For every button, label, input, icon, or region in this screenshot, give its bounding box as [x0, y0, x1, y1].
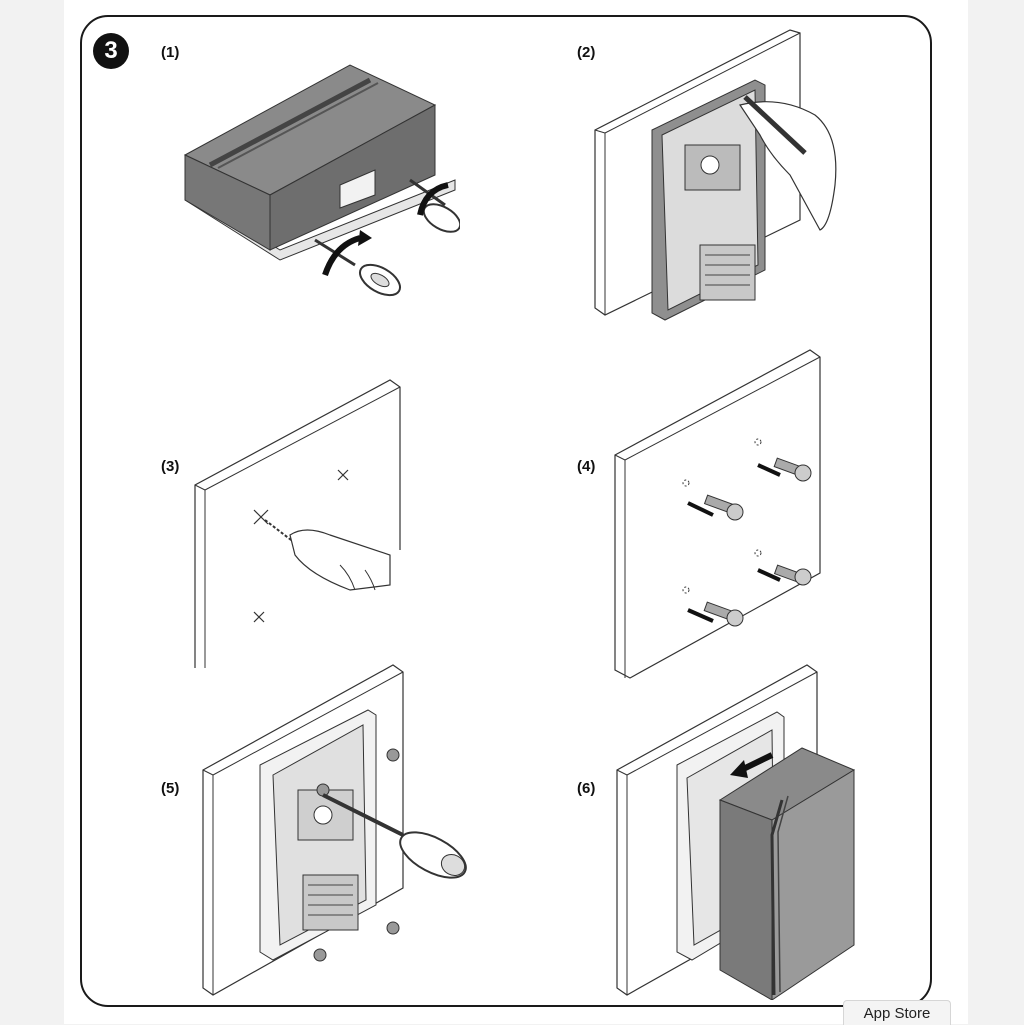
step-number-badge: 3	[93, 33, 129, 69]
panel-4-label: (4)	[577, 458, 596, 475]
cover-icon	[718, 747, 856, 1000]
app-store-button[interactable]: App Store	[843, 1000, 951, 1025]
panel-3-illustration	[190, 375, 430, 675]
panel-5-illustration	[198, 660, 478, 1000]
panel-4-illustration	[610, 345, 830, 680]
panel-3-label: (3)	[161, 458, 180, 475]
hand-icon	[739, 101, 837, 231]
screw-icons	[682, 438, 812, 627]
panel-6-label: (6)	[577, 780, 596, 797]
panel-1-illustration	[180, 60, 460, 300]
panel-5-label: (5)	[161, 780, 180, 797]
panel-1-label: (1)	[161, 44, 180, 61]
panel-6-illustration	[612, 660, 862, 1000]
screw-icons	[313, 748, 400, 962]
panel-2-label: (2)	[577, 44, 596, 61]
screwdriver-2-icon	[409, 178, 446, 207]
screwdriver-icon	[322, 793, 467, 879]
panel-2-illustration	[590, 25, 850, 325]
drill-icon	[264, 519, 391, 591]
